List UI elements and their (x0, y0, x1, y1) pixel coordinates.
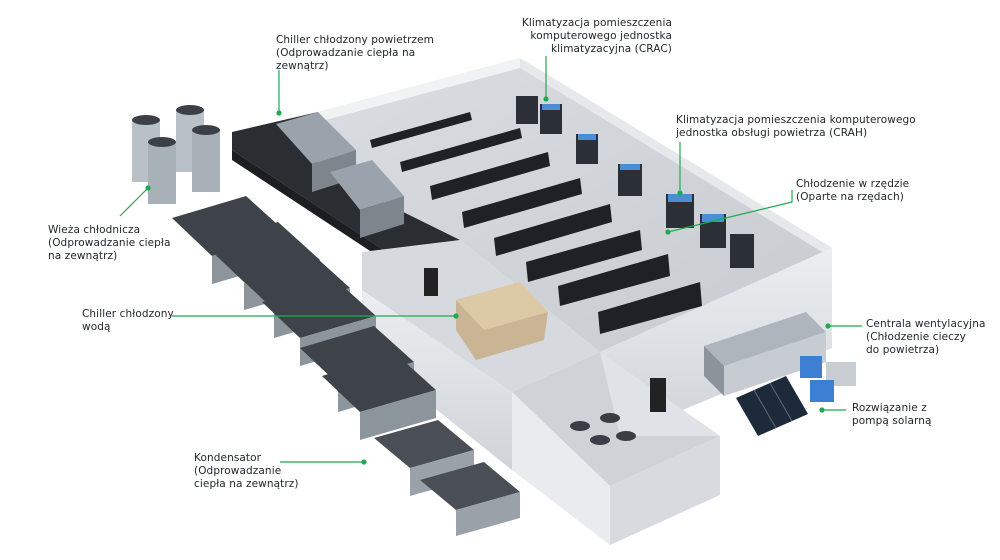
label-cooling-tower: Wieża chłodnicza (Odprowadzanie ciepła n… (48, 224, 171, 262)
air-cooled-chillers (276, 112, 404, 238)
leader-crah (677, 142, 683, 196)
leader-tower (119, 185, 151, 217)
label-inrow-cooling: Chłodzenie w rzędzie (Oparte na rzędach) (796, 178, 910, 203)
mechanical-room-wall (362, 290, 512, 470)
water-chiller-unit (424, 268, 548, 360)
leader-inrow (665, 190, 793, 235)
label-crah: Klimatyzacja pomieszczenia komputerowego… (676, 114, 916, 139)
leader-solar (819, 407, 846, 413)
solar-panels (736, 376, 808, 436)
cooling-towers (132, 105, 220, 204)
leader-crac (543, 56, 549, 102)
ventilation-unit (704, 312, 856, 402)
label-crac: Klimatyzacja pomieszczenia komputerowego… (521, 17, 672, 55)
leader-ahu (825, 323, 862, 329)
server-hall-back-wall (318, 58, 520, 122)
label-solar-pump: Rozwiązanie z pompą solarną (852, 402, 932, 427)
server-hall-right-wall (520, 58, 832, 258)
office-room-left-wall (512, 392, 610, 545)
condensers (374, 420, 520, 536)
label-water-chiller: Chiller chłodzony wodą (82, 308, 174, 333)
label-ventilation-unit: Centrala wentylacyjna (Chłodzenie cieczy… (866, 318, 986, 356)
crac-units (516, 96, 642, 196)
label-condenser: Kondensator (Odprowadzanie ciepła na zew… (194, 452, 299, 490)
leader-water-chiller (172, 313, 459, 319)
server-rack-rows (370, 112, 702, 334)
office-room-right-wall (610, 436, 720, 545)
office-furniture (570, 378, 666, 445)
leader-lines (119, 56, 862, 465)
leader-air-chiller (276, 70, 282, 116)
crah-units (666, 194, 754, 268)
server-hall-floor (318, 58, 832, 352)
dry-cooler-units (172, 196, 436, 440)
label-air-cooled-chiller: Chiller chłodzony powietrzem (Odprowadza… (276, 34, 434, 72)
leader-condenser (280, 459, 367, 465)
